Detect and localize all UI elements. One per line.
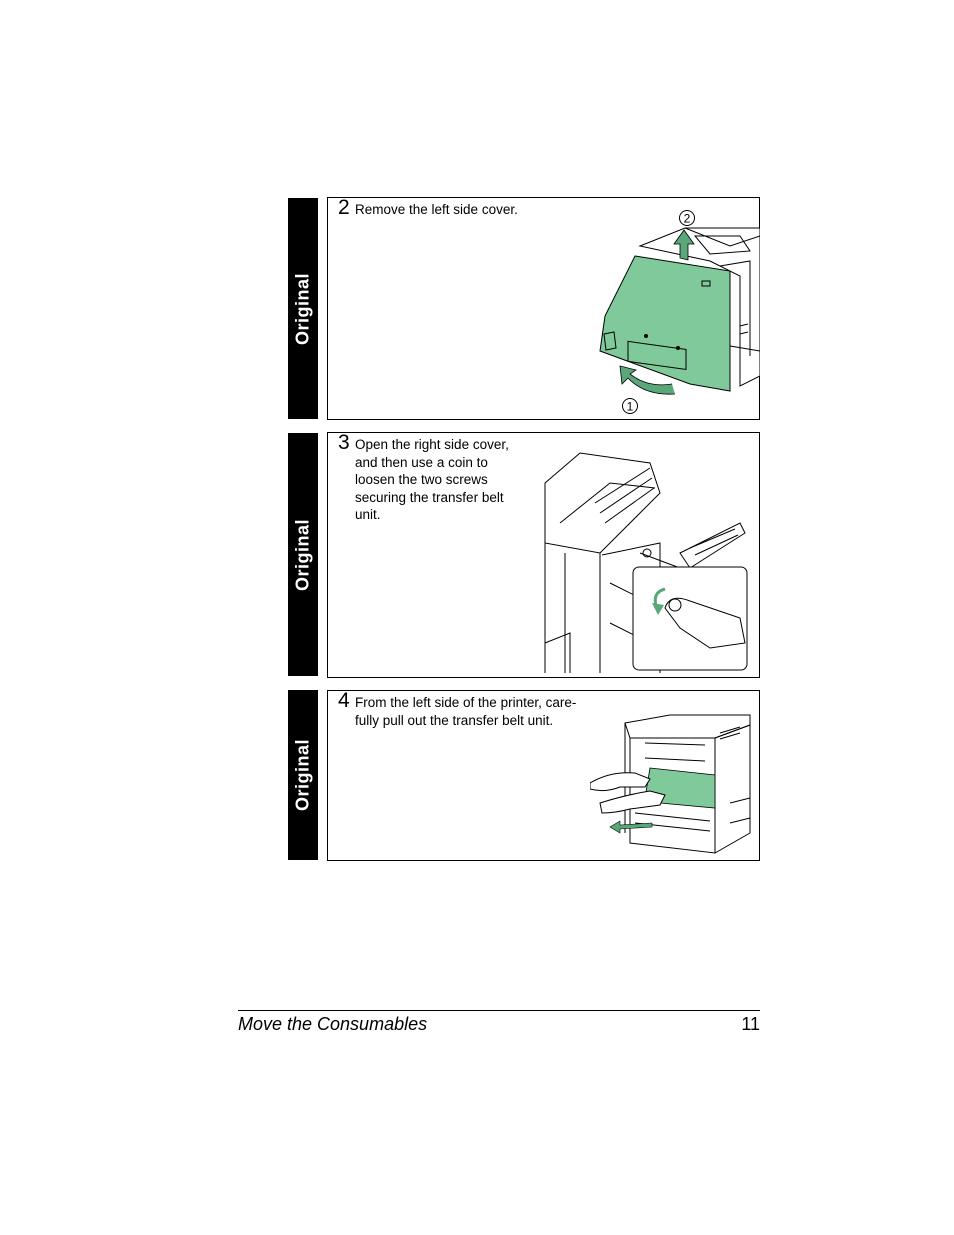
footer-rule <box>238 1010 760 1011</box>
page-number: 11 <box>741 1014 760 1034</box>
step-number: 2 <box>338 196 350 219</box>
footer-section-title: Move the Consumables <box>238 1014 428 1034</box>
side-tab-original: Original <box>288 690 318 860</box>
step-instruction: Remove the left side cover. <box>355 202 518 217</box>
side-tab-label: Original <box>292 738 313 812</box>
step-4-panel: 4 From the left side of the printer, car… <box>327 689 760 861</box>
step-number: 3 <box>338 431 350 454</box>
side-tab-label: Original <box>292 272 313 345</box>
pull-transfer-belt-illustration <box>590 714 751 854</box>
step-3-panel: 3 Open the right side cover, and then us… <box>327 431 760 678</box>
side-tab-label: Original <box>292 518 313 591</box>
step-2-panel: 2 Remove the left side cover. 2 1 <box>327 196 760 420</box>
open-right-cover-illustration <box>544 452 748 673</box>
step-instruction: Open the right side cover, and then use … <box>355 437 509 522</box>
side-tab-original: Original <box>288 433 318 676</box>
remove-left-cover-illustration: 2 1 <box>599 210 760 414</box>
step-number: 4 <box>338 689 350 712</box>
step-instruction: From the left side of the printer, care-… <box>355 695 577 728</box>
callout-1: 1 <box>627 400 634 414</box>
callout-2: 2 <box>684 212 691 226</box>
side-tab-original: Original <box>288 198 318 419</box>
